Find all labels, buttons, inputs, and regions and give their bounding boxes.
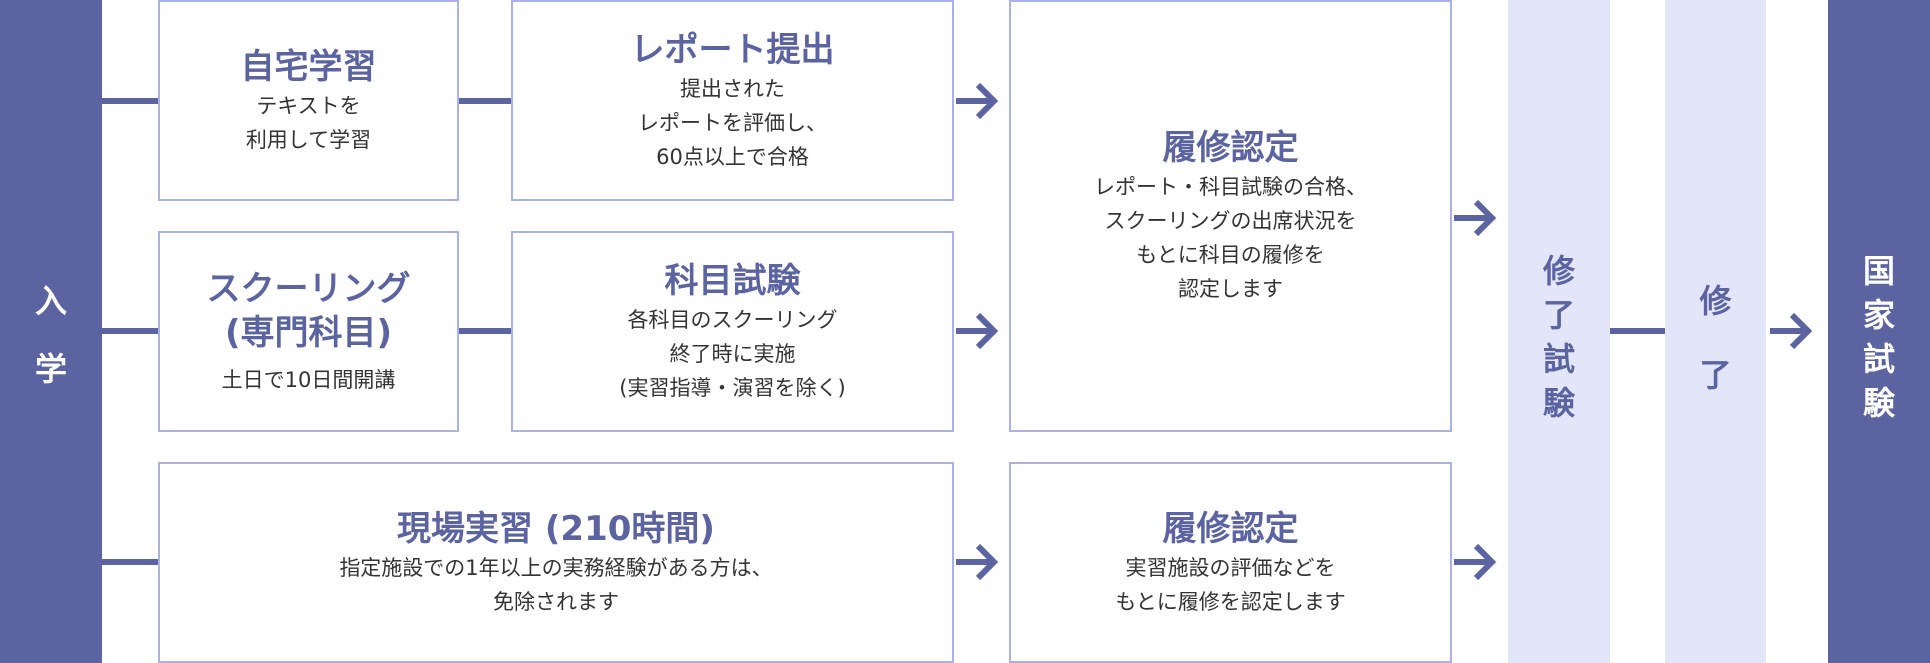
schooling-box: スクーリング (専門科目) 土日で10日間開講: [158, 231, 459, 432]
connector-line: [459, 328, 511, 334]
report-box: レポート提出 提出された レポートを評価し、 60点以上で合格: [511, 0, 954, 201]
completion-exam-char-4: 験: [1542, 384, 1575, 422]
enrollment-char-1: 入: [34, 282, 67, 320]
connector-line: [102, 98, 158, 104]
connector-line: [102, 328, 158, 334]
practicum-box: 現場実習 (210時間) 指定施設での1年以上の実務経験がある方は、 免除されま…: [158, 462, 954, 663]
connector-line: [1610, 328, 1665, 334]
enrollment-char-2: 学: [34, 350, 67, 388]
arrow-right-icon: [1770, 312, 1813, 350]
practicum-text: 指定施設での1年以上の実務経験がある方は、 免除されます: [339, 555, 773, 614]
completion-exam-char-2: 了: [1542, 296, 1575, 334]
certification-bottom-text: 実習施設の評価などを もとに履修を認定します: [1115, 555, 1346, 614]
enrollment-bar: 入 学: [0, 0, 102, 663]
home-study-text: テキストを 利用して学習: [245, 93, 372, 152]
subject-exam-text: 各科目のスクーリング 終了時に実施 (実習指導・演習を除く): [619, 307, 846, 400]
national-exam-bar: 国 家 試 験: [1828, 0, 1930, 663]
national-exam-char-3: 試: [1862, 340, 1895, 378]
completion-char-2: 了: [1699, 356, 1732, 394]
report-text: 提出された レポートを評価し、 60点以上で合格: [638, 76, 827, 169]
report-title: レポート提出: [630, 29, 835, 70]
certification-top-box: 履修認定 レポート・科目試験の合格、 スクーリングの出席状況を もとに科目の履修…: [1009, 0, 1452, 432]
connector-line: [102, 559, 158, 565]
home-study-box: 自宅学習 テキストを 利用して学習: [158, 0, 459, 201]
schooling-text: 土日で10日間開講: [221, 367, 396, 392]
arrow-right-icon: [956, 543, 999, 581]
national-exam-char-4: 験: [1862, 384, 1895, 422]
national-exam-char-1: 国: [1862, 252, 1895, 290]
certification-top-title: 履修認定: [1162, 128, 1299, 168]
arrow-right-icon: [1454, 543, 1497, 581]
arrow-right-icon: [1454, 199, 1497, 237]
completion-exam-char-3: 試: [1542, 340, 1575, 378]
schooling-title: スクーリング (専門科目): [206, 268, 411, 353]
arrow-right-icon: [956, 82, 999, 120]
home-study-title: 自宅学習: [240, 46, 377, 87]
subject-exam-box: 科目試験 各科目のスクーリング 終了時に実施 (実習指導・演習を除く): [511, 231, 954, 432]
certification-bottom-box: 履修認定 実習施設の評価などを もとに履修を認定します: [1009, 462, 1452, 663]
subject-exam-title: 科目試験: [664, 260, 801, 301]
national-exam-char-2: 家: [1862, 296, 1895, 334]
arrow-right-icon: [956, 312, 999, 350]
practicum-title: 現場実習 (210時間): [397, 508, 715, 549]
completion-exam-bar: 修 了 試 験: [1508, 0, 1610, 663]
completion-exam-char-1: 修: [1542, 252, 1575, 290]
connector-line: [459, 98, 511, 104]
certification-top-text: レポート・科目試験の合格、 スクーリングの出席状況を もとに科目の履修を 認定し…: [1094, 175, 1367, 301]
completion-bar: 修 了: [1665, 0, 1766, 663]
certification-bottom-title: 履修認定: [1162, 508, 1299, 549]
completion-char-1: 修: [1699, 282, 1732, 320]
